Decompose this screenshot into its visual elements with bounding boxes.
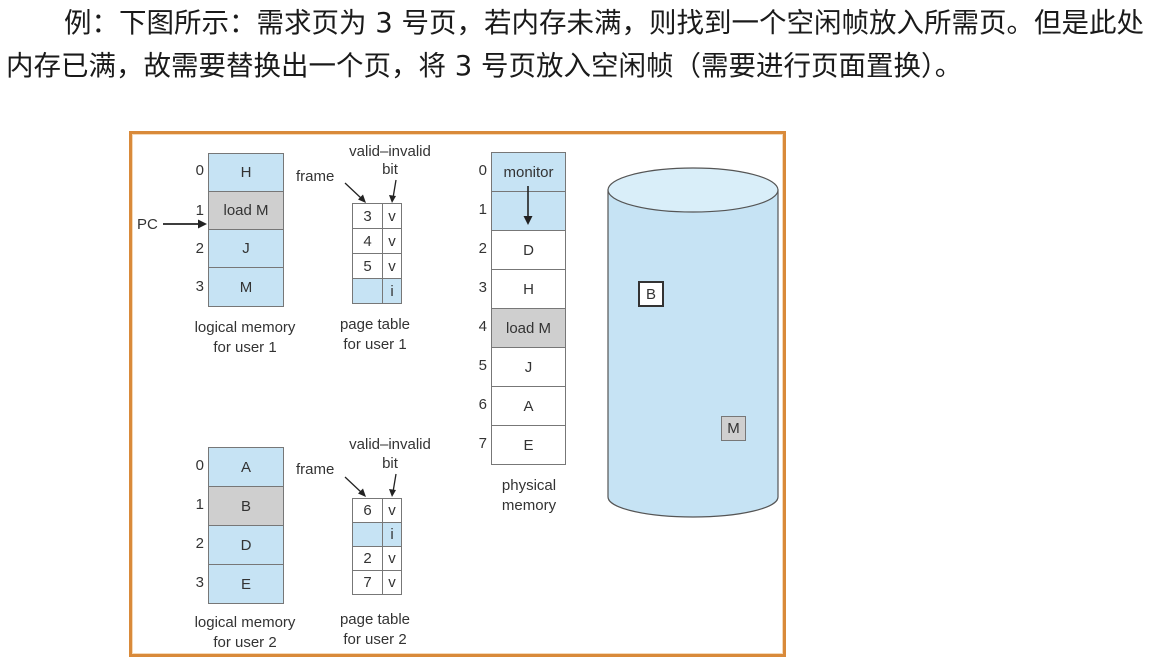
logical-page-d: D — [208, 525, 284, 565]
disk-page-m: M — [721, 416, 746, 441]
logical-index: 0 — [195, 162, 204, 179]
physical-frame-d: D — [491, 230, 566, 270]
logical-index: 2 — [195, 535, 204, 552]
logical-page-h: H — [208, 153, 284, 192]
physical-index: 3 — [478, 279, 487, 296]
frame-cell: 5 — [352, 253, 383, 279]
pc-label: PC — [137, 216, 158, 233]
logical-caption-line2: for user 2 — [213, 634, 277, 651]
logical-index: 0 — [195, 457, 204, 474]
frame-cell: 2 — [352, 546, 383, 571]
physical-index: 1 — [478, 201, 487, 218]
logical-index: 2 — [195, 240, 204, 257]
physical-index: 4 — [478, 318, 487, 335]
valid-invalid-label: valid–invalid — [349, 143, 431, 160]
description-paragraph: 例：下图所示：需求页为 3 号页，若内存未满，则找到一个空闲帧放入所需页。但是此… — [6, 2, 1171, 88]
physical-index: 7 — [478, 435, 487, 452]
physical-caption-line1: physical — [501, 477, 557, 494]
logical-index: 3 — [195, 278, 204, 295]
page-table-caption-line1: page table — [339, 316, 411, 333]
page-table-caption-line2: for user 2 — [343, 631, 407, 648]
physical-frame-e: E — [491, 425, 566, 465]
logical-page-m: M — [208, 267, 284, 307]
physical-caption-line2: memory — [501, 497, 557, 514]
bit-cell: v — [382, 546, 402, 571]
frame-cell: 4 — [352, 228, 383, 254]
bit-cell: v — [382, 203, 402, 229]
logical-page-e: E — [208, 564, 284, 604]
logical-page-load-m: load M — [208, 191, 284, 230]
description-text: 例：下图所示：需求页为 3 号页，若内存未满，则找到一个空闲帧放入所需页。但是此… — [6, 7, 1144, 82]
frame-cell: 3 — [352, 203, 383, 229]
bit-cell: v — [382, 570, 402, 595]
physical-frame-h: H — [491, 269, 566, 309]
bit-label: bit — [382, 455, 398, 472]
page-table-caption-line1: page table — [339, 611, 411, 628]
physical-frame-a: A — [491, 386, 566, 426]
bit-label: bit — [382, 161, 398, 178]
valid-invalid-label: valid–invalid — [349, 436, 431, 453]
physical-frame-free — [491, 191, 566, 231]
frame-cell-empty — [352, 278, 383, 304]
frame-label: frame — [296, 461, 335, 478]
logical-caption-line2: for user 1 — [213, 339, 277, 356]
bit-cell: v — [382, 498, 402, 523]
physical-index: 2 — [478, 240, 487, 257]
physical-frame-j: J — [491, 347, 566, 387]
physical-frame-load-m: load M — [491, 308, 566, 348]
logical-page-a: A — [208, 447, 284, 487]
page-table-caption-line2: for user 1 — [343, 336, 407, 353]
disk-page-b: B — [638, 281, 664, 307]
logical-page-b: B — [208, 486, 284, 526]
frame-cell: 6 — [352, 498, 383, 523]
frame-label: frame — [296, 168, 335, 185]
logical-page-j: J — [208, 229, 284, 268]
frame-cell-empty — [352, 522, 383, 547]
bit-cell: i — [382, 278, 402, 304]
physical-index: 6 — [478, 396, 487, 413]
bit-cell: i — [382, 522, 402, 547]
bit-cell: v — [382, 228, 402, 254]
bit-cell: v — [382, 253, 402, 279]
logical-index: 3 — [195, 574, 204, 591]
physical-frame-monitor: monitor — [491, 152, 566, 192]
logical-index: 1 — [195, 202, 204, 219]
logical-index: 1 — [195, 496, 204, 513]
physical-index: 0 — [478, 162, 487, 179]
physical-index: 5 — [478, 357, 487, 374]
frame-cell: 7 — [352, 570, 383, 595]
logical-caption-line1: logical memory — [194, 614, 296, 631]
logical-caption-line1: logical memory — [194, 319, 296, 336]
